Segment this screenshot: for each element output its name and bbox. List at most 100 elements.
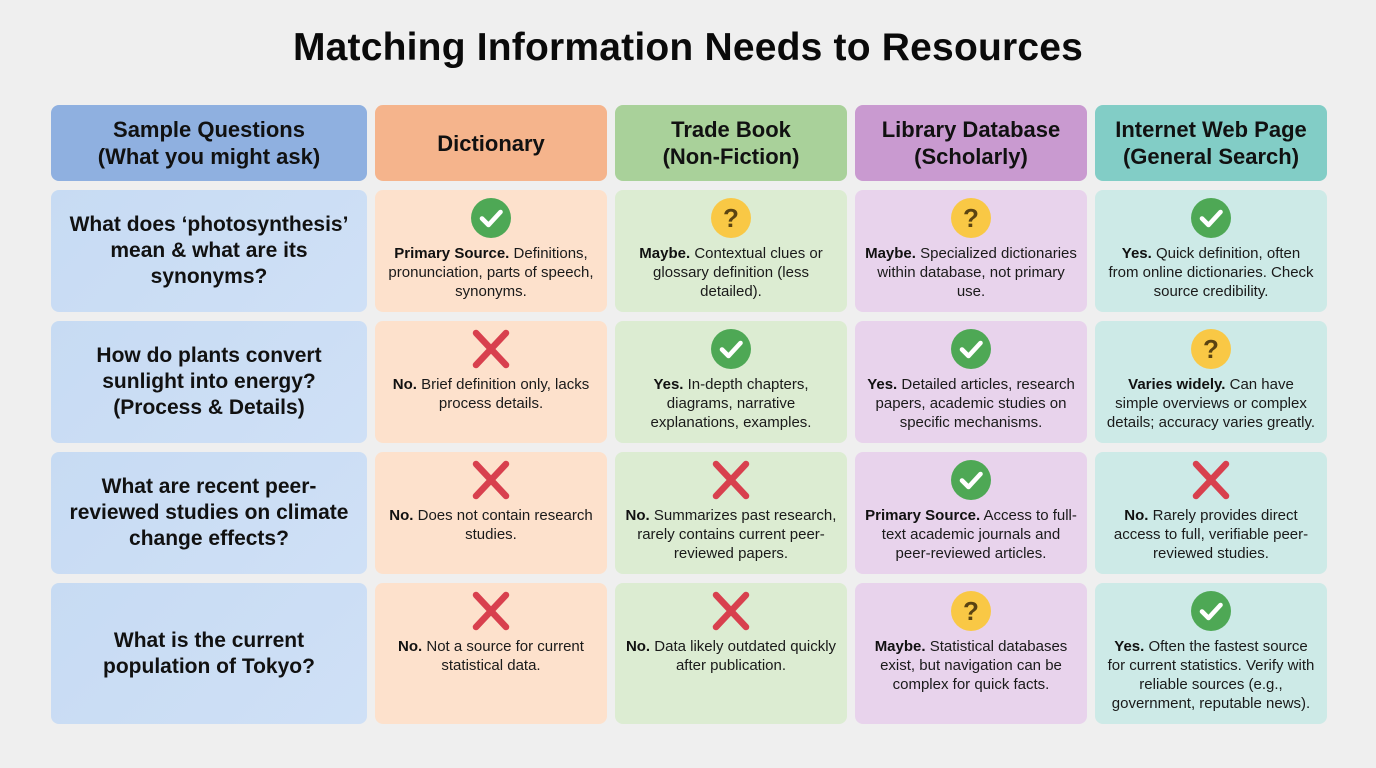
header-internet-web-page: Internet Web Page (General Search) [1095,105,1327,181]
question-icon: ? [711,198,751,238]
header-line1: Dictionary [437,130,545,156]
verdict-label: No. [625,638,651,655]
verdict-detail: Data likely outdated quickly after publi… [654,638,837,674]
question-icon: ? [1191,329,1231,369]
cross-icon [471,329,511,369]
sample-question: What are recent peer-reviewed studies on… [51,452,367,574]
cell-trade-book: No. Summarizes past research, rarely con… [615,452,847,574]
verdict-label: Yes. [653,376,684,393]
cell-trade-book: No. Data likely outdated quickly after p… [615,583,847,724]
cross-icon [1191,460,1231,500]
verdict-label: No. [1124,507,1149,524]
cell-description: No. Not a source for current statistical… [385,637,597,675]
svg-text:?: ? [963,203,979,233]
svg-text:?: ? [723,203,739,233]
verdict-label: Maybe. [874,638,926,655]
cell-internet-web-page: Yes. Often the fastest source for curren… [1095,583,1327,724]
cell-description: Maybe. Statistical databases exist, but … [865,637,1077,694]
header-sample-questions: Sample Questions (What you might ask) [51,105,367,181]
verdict-detail: Access to full-text academic journals an… [881,507,1077,562]
verdict-detail: Brief definition only, lacks process det… [421,376,590,412]
verdict-label: Yes. [867,376,898,393]
cell-library-database: ? Maybe. Statistical databases exist, but… [855,583,1087,724]
cell-dictionary: No. Brief definition only, lacks process… [375,321,607,443]
cell-description: Yes. Often the fastest source for curren… [1105,637,1317,713]
header-line1: Internet Web Page [1115,117,1307,142]
sample-question: What is the current population of Tokyo? [51,583,367,724]
cell-dictionary: No. Not a source for current statistical… [375,583,607,724]
header-line1: Sample Questions [113,117,305,142]
verdict-label: Yes. [1114,638,1145,655]
verdict-label: No. [389,507,414,524]
cell-description: No. Rarely provides direct access to ful… [1105,506,1317,563]
cell-internet-web-page: ? Varies widely. Can have simple overview… [1095,321,1327,443]
cross-icon [471,460,511,500]
verdict-detail: Not a source for current statistical dat… [426,638,584,674]
verdict-label: Varies widely. [1128,376,1226,393]
verdict-label: Maybe. [865,245,916,262]
check-icon [711,329,751,369]
check-icon [1191,591,1231,631]
verdict-detail: Can have simple overviews or complex det… [1106,376,1316,431]
verdict-detail: Definitions, pronunciation, parts of spe… [388,245,594,300]
cross-icon [711,460,751,500]
verdict-detail: Quick definition, often from online dict… [1108,245,1314,300]
header-line2: (What you might ask) [97,144,321,169]
header-trade-book: Trade Book (Non-Fiction) [615,105,847,181]
verdict-detail: In-depth chapters, diagrams, narrative e… [650,376,812,431]
comparison-table: Sample Questions (What you might ask) Di… [51,105,1327,724]
header-line2: (General Search) [1122,144,1300,169]
sample-question: What does ‘photosynthesis’ mean & what a… [51,190,367,312]
cross-icon [711,591,751,631]
cell-description: Maybe. Specialized dictionaries within d… [865,244,1077,301]
verdict-detail: Often the fastest source for current sta… [1107,638,1315,712]
cell-dictionary: No. Does not contain research studies. [375,452,607,574]
cell-description: Yes. Detailed articles, research papers,… [865,375,1077,432]
cell-internet-web-page: No. Rarely provides direct access to ful… [1095,452,1327,574]
cell-library-database: Yes. Detailed articles, research papers,… [855,321,1087,443]
cell-description: No. Data likely outdated quickly after p… [625,637,837,675]
cell-description: Maybe. Contextual clues or glossary defi… [625,244,837,301]
cell-dictionary: Primary Source. Definitions, pronunciati… [375,190,607,312]
cell-internet-web-page: Yes. Quick definition, often from online… [1095,190,1327,312]
verdict-label: No. [398,638,423,655]
cell-trade-book: ? Maybe. Contextual clues or glossary def… [615,190,847,312]
cell-trade-book: Yes. In-depth chapters, diagrams, narrat… [615,321,847,443]
cell-library-database: Primary Source. Access to full-text acad… [855,452,1087,574]
question-icon: ? [951,198,991,238]
sample-question: How do plants convert sunlight into ener… [51,321,367,443]
verdict-label: Primary Source. [394,245,510,262]
header-line2: (Scholarly) [914,144,1028,169]
check-icon [951,460,991,500]
verdict-label: Maybe. [639,245,691,262]
verdict-detail: Detailed articles, research papers, acad… [875,376,1075,431]
cell-library-database: ? Maybe. Specialized dictionaries within … [855,190,1087,312]
cell-description: Yes. In-depth chapters, diagrams, narrat… [625,375,837,432]
cell-description: No. Does not contain research studies. [385,506,597,544]
check-icon [471,198,511,238]
verdict-detail: Contextual clues or glossary definition … [653,245,823,300]
verdict-detail: Summarizes past research, rarely contain… [637,507,837,562]
verdict-detail: Specialized dictionaries within database… [877,245,1077,300]
check-icon [951,329,991,369]
verdict-detail: Statistical databases exist, but navigat… [880,638,1068,693]
cell-description: Primary Source. Access to full-text acad… [865,506,1077,563]
check-icon [1191,198,1231,238]
cell-description: Varies widely. Can have simple overviews… [1105,375,1317,432]
header-line1: Library Database [881,117,1061,142]
svg-text:?: ? [963,596,979,626]
cross-icon [471,591,511,631]
verdict-label: Primary Source. [865,507,981,524]
cell-description: Primary Source. Definitions, pronunciati… [385,244,597,301]
page-title: Matching Information Needs to Resources [292,26,1084,69]
question-icon: ? [951,591,991,631]
verdict-detail: Rarely provides direct access to full, v… [1113,507,1309,562]
verdict-label: No. [625,507,650,524]
cell-description: Yes. Quick definition, often from online… [1105,244,1317,301]
verdict-detail: Does not contain research studies. [417,507,593,543]
verdict-label: No. [392,376,417,393]
cell-description: No. Brief definition only, lacks process… [385,375,597,413]
cell-description: No. Summarizes past research, rarely con… [625,506,837,563]
header-line1: Trade Book [671,117,791,142]
svg-text:?: ? [1203,334,1219,364]
